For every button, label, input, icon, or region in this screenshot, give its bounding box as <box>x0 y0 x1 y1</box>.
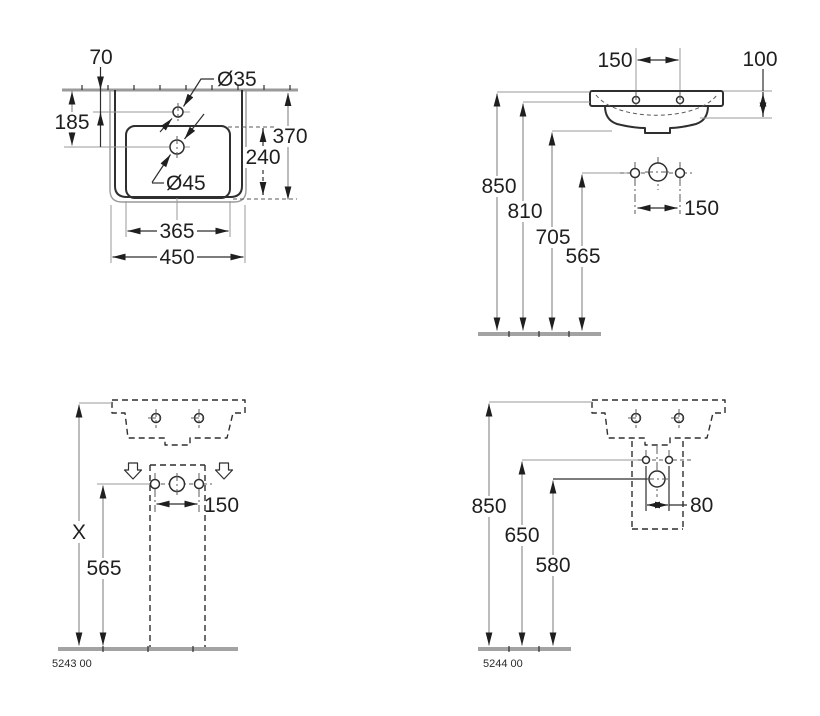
dim-705: 705 <box>534 132 572 331</box>
mounting-holes <box>631 92 685 108</box>
dim-565-label: 565 <box>86 557 121 580</box>
dia-tap-callout: Ø35 <box>159 68 257 133</box>
floor-line-siphon <box>478 646 571 652</box>
dim-185: 185 <box>54 91 90 146</box>
floor-line-front <box>478 331 601 337</box>
dim-650: 650 <box>503 461 541 646</box>
dim-365-label: 365 <box>159 220 194 243</box>
dim-70-label: 70 <box>89 46 112 69</box>
dim-450-label: 450 <box>159 246 194 269</box>
dim-705-label: 705 <box>535 226 570 249</box>
supply-hole-left <box>641 455 651 465</box>
down-arrow-icon <box>123 462 143 480</box>
dim-450: 450 <box>110 205 246 269</box>
bowl-hidden-line <box>595 94 718 116</box>
supply-connections <box>638 446 691 497</box>
dia-drain-label: Ø45 <box>166 172 206 195</box>
dim-150-label: 150 <box>204 494 239 517</box>
dim-565-label: 565 <box>565 245 600 268</box>
basin-body-outline <box>604 105 709 134</box>
dim-240: 240 <box>228 126 297 200</box>
dim-850-label: 850 <box>481 175 516 198</box>
dim-100-label: 100 <box>742 48 777 71</box>
dim-150-top-label: 150 <box>597 49 632 72</box>
dim-x: X <box>69 404 90 646</box>
dim-150-bottom: 150 <box>637 197 719 220</box>
dim-100: 100 <box>700 48 778 119</box>
siphon-elevation-view: 80 850 650 580 5244 00 <box>470 399 726 670</box>
basin-outer-contour <box>109 90 247 203</box>
dim-80-label: 80 <box>690 494 713 517</box>
dia-tap-label: Ø35 <box>217 68 257 91</box>
dim-580-label: 580 <box>535 554 570 577</box>
dim-370: 370 <box>271 93 309 200</box>
pedestal-hidden-outline <box>149 464 206 648</box>
dim-70: 70 <box>89 46 113 147</box>
supply-hole-left <box>629 167 641 179</box>
dim-810-label: 810 <box>507 200 542 223</box>
supply-hole-right <box>674 167 686 179</box>
pedestal-elevation-view: 150 X 565 5243 00 <box>52 399 246 670</box>
dim-850: 850 <box>470 403 508 646</box>
wall-line <box>62 85 298 92</box>
dim-810: 810 <box>506 103 544 331</box>
supply-hole-right <box>664 455 674 465</box>
dim-565: 565 <box>85 485 123 646</box>
supply-connections <box>620 157 692 214</box>
dim-150-top: 150 <box>597 48 681 90</box>
supply-hole-right <box>193 478 205 490</box>
supply-hole-left <box>149 478 161 490</box>
tap-hole-circle <box>172 103 184 121</box>
dim-565: 565 <box>564 174 602 331</box>
dim-240-label: 240 <box>245 146 280 169</box>
rim-outline <box>589 90 724 107</box>
dim-x-label: X <box>72 521 86 544</box>
article-code: 5244 00 <box>483 658 523 670</box>
dim-370-label: 370 <box>272 125 307 148</box>
dim-850: 850 <box>480 93 518 331</box>
siphon-cover-hidden-outline <box>631 441 684 530</box>
dim-185-label: 185 <box>54 111 89 134</box>
dim-650-label: 650 <box>504 524 539 547</box>
dim-580: 580 <box>534 480 572 646</box>
mounting-holes <box>148 409 207 428</box>
article-code: 5243 00 <box>52 658 92 670</box>
dim-150-bottom-label: 150 <box>684 197 719 220</box>
mounting-holes <box>628 409 687 428</box>
dim-150: 150 <box>156 494 239 517</box>
drain-hole-circle <box>169 136 185 158</box>
down-arrow-icon <box>214 462 234 480</box>
dim-80: 80 <box>645 466 713 517</box>
dim-850-label: 850 <box>471 495 506 518</box>
floor-line-pedestal <box>58 646 238 652</box>
supply-connections <box>140 473 212 512</box>
dim-365: 365 <box>125 201 231 243</box>
inner-bowl-outline <box>125 125 231 199</box>
plan-view: Ø35 Ø45 70 185 370 <box>54 46 309 269</box>
dia-drain-callout: Ø45 <box>151 113 206 195</box>
front-elevation-view: 150 100 850 810 705 <box>478 48 778 337</box>
